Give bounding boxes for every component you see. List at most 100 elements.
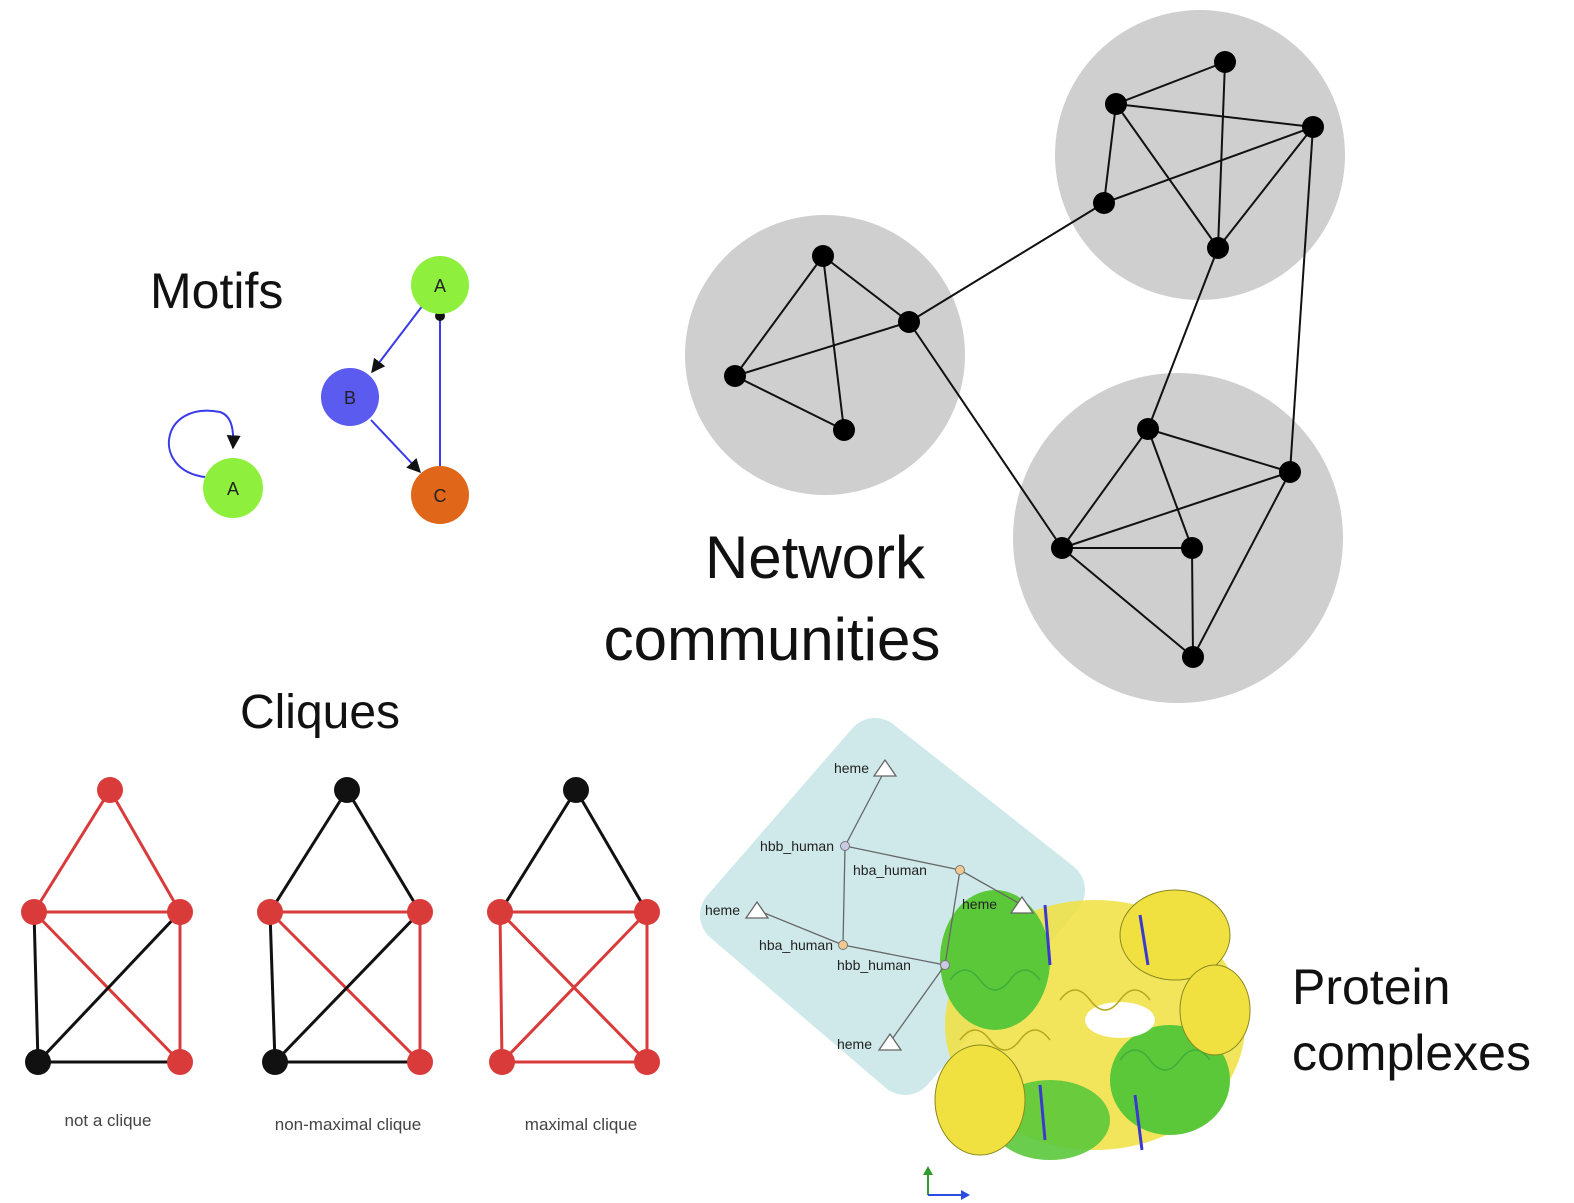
network-node — [833, 419, 855, 441]
protein-blob — [1110, 1025, 1230, 1135]
ppi-edge — [889, 964, 946, 1043]
clique-edge — [268, 911, 277, 1063]
network-edge — [1217, 126, 1314, 249]
ppi-protein-node — [838, 940, 848, 950]
network-edge — [1103, 103, 1117, 204]
clique-node — [25, 1049, 51, 1075]
heme-stick — [1138, 914, 1150, 966]
network-node — [1182, 646, 1204, 668]
clique-node — [407, 899, 433, 925]
network-bridge-edge — [908, 202, 1105, 323]
edge-a-to-b — [371, 304, 424, 374]
triangle-motif: A B C — [321, 256, 469, 524]
network-node — [1181, 537, 1203, 559]
clique-caption-2: non-maximal clique — [275, 1115, 421, 1134]
ppi-edge — [844, 769, 886, 847]
network-edge — [1115, 103, 1314, 128]
ppi-label-hba-human-1: hba_human — [853, 862, 927, 878]
ppi-edge — [842, 845, 846, 946]
helix-strokes — [949, 969, 1211, 1071]
clique-edge — [498, 911, 504, 1063]
network-node — [812, 245, 834, 267]
helix-strokes-yellow — [959, 989, 1151, 1051]
heme-triangle — [877, 1032, 903, 1051]
motif-node-a-label: A — [434, 276, 446, 296]
ppi-edge — [959, 869, 1023, 906]
helix-stroke — [949, 969, 1041, 991]
clique-caption-3: maximal clique — [525, 1115, 637, 1134]
community-3 — [1013, 373, 1343, 703]
clique-edge — [498, 789, 578, 913]
cliques-title: Cliques — [240, 686, 400, 739]
self-loop-node-label: A — [227, 479, 239, 499]
clique-edge — [32, 911, 40, 1063]
protein-blob — [940, 890, 1050, 1030]
clique-edge — [32, 789, 112, 913]
ppi-protein-node — [955, 865, 965, 875]
ppi-edge — [844, 845, 961, 871]
ppi-label-heme-left: heme — [705, 902, 740, 918]
ppi-label-heme-top: heme — [834, 760, 869, 776]
network-node — [1279, 461, 1301, 483]
clique-node — [634, 899, 660, 925]
motif-node-b — [321, 368, 379, 426]
helix-stroke — [1059, 989, 1151, 1011]
network-node — [1214, 51, 1236, 73]
network-edge — [1192, 471, 1291, 658]
network-edge — [734, 375, 845, 431]
network-edge — [1115, 61, 1226, 105]
protein-title-line1: Protein — [1292, 959, 1450, 1015]
motif-node-c-label: C — [434, 486, 447, 506]
network-edge — [1147, 428, 1291, 473]
clique-graph-3 — [487, 777, 660, 1075]
clique-graph-2 — [257, 777, 433, 1075]
network-title-line2: communities — [604, 606, 941, 673]
protein-blob — [1179, 964, 1251, 1056]
clique-node — [262, 1049, 288, 1075]
clique-node — [489, 1049, 515, 1075]
clique-caption-1: not a clique — [65, 1111, 152, 1130]
axis-x-arrowhead — [961, 1190, 970, 1200]
ppi-edge — [944, 869, 961, 966]
communities-section: Network communities — [604, 10, 1345, 703]
network-edge — [1061, 428, 1149, 549]
network-bridge-edge — [908, 321, 1063, 549]
protein-section: heme hbb_human hba_human heme heme hba_h… — [700, 718, 1531, 1200]
clique-edge — [574, 789, 649, 913]
motif-node-c — [411, 466, 469, 524]
axis-y-arrowhead — [923, 1166, 933, 1175]
ppi-protein-node — [940, 960, 950, 970]
clique-node — [167, 1049, 193, 1075]
heme-stick — [1038, 1084, 1047, 1141]
helix-stroke — [959, 1029, 1051, 1051]
network-edge — [1115, 103, 1219, 249]
ppi-label-hbb-human-2: hbb_human — [837, 957, 911, 973]
network-node — [898, 311, 920, 333]
ppi-label-hba-human-2: hba_human — [759, 937, 833, 953]
network-edge — [1061, 547, 1194, 658]
clique-node — [97, 777, 123, 803]
edge-b-to-c — [370, 419, 421, 474]
network-node — [1207, 237, 1229, 259]
network-node — [1051, 537, 1073, 559]
ppi-edge — [842, 944, 946, 966]
heme-triangle — [744, 900, 770, 919]
network-node — [724, 365, 746, 387]
network-edge — [1061, 471, 1291, 549]
cliques-section: Cliques not a clique — [21, 686, 660, 1134]
self-loop-edge — [167, 409, 241, 478]
clique-node — [487, 899, 513, 925]
network-edge — [1147, 428, 1193, 549]
axis-indicator — [923, 1166, 970, 1200]
network-node — [1105, 93, 1127, 115]
ppi-edge — [756, 909, 844, 946]
clique-node — [407, 1049, 433, 1075]
ppi-panel — [700, 718, 1085, 1095]
clique-edge — [268, 910, 422, 1064]
ppi-protein-node — [840, 841, 850, 851]
heme-stick — [1043, 904, 1052, 966]
motifs-section: Motifs A A B C — [150, 256, 469, 524]
network-title-line1: Network — [705, 524, 926, 591]
clique-edge — [108, 789, 182, 913]
network-edge — [822, 255, 910, 323]
